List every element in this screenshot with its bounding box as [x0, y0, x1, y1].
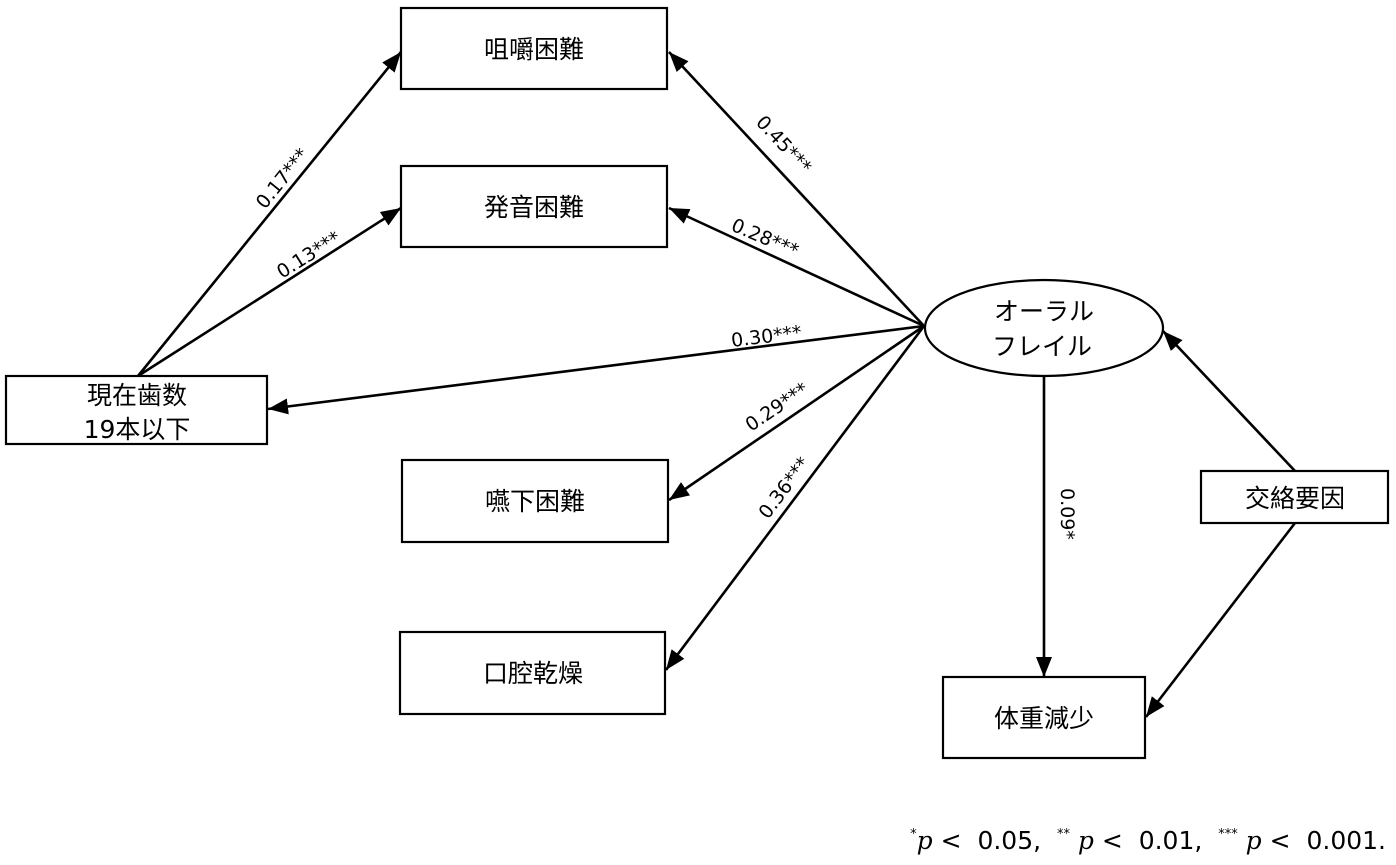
node-swallowing-difficulty-box	[400, 458, 670, 544]
node-speech-difficulty-label: 発音困難	[484, 193, 584, 222]
footnote-text3: < 0.001.	[1261, 826, 1386, 855]
node-oral-frailty-ellipse	[923, 278, 1165, 378]
node-chewing-difficulty-label: 咀嚼困難	[484, 35, 584, 64]
footnote-sig1: *	[910, 827, 917, 842]
coef-label-frailty-teeth: 0.30***	[730, 321, 803, 351]
node-teeth-count-box	[4, 374, 269, 446]
node-dry-mouth-label: 口腔乾燥	[483, 659, 583, 688]
node-teeth-count-label-line2: 19本以下	[84, 415, 191, 444]
path-teeth-to-chewing	[136, 51, 403, 377]
path-frailty-to-dry-mouth	[664, 325, 926, 671]
node-swallowing-difficulty-label: 嚥下困難	[485, 487, 585, 516]
coef-label-frailty-speech: 0.28***	[728, 214, 802, 262]
footnote-p3: p	[1245, 826, 1262, 855]
path-confounders-to-weight-loss	[1144, 522, 1297, 718]
footnote-sig2: **	[1056, 827, 1070, 842]
node-confounders-box	[1199, 469, 1390, 525]
coef-label-teeth-speech: 0.13***	[273, 227, 345, 283]
node-speech-difficulty-box	[399, 164, 669, 249]
significance-footnote: *p < 0.05, ** p < 0.01, *** p < 0.001.	[910, 826, 1386, 855]
node-chewing-difficulty-box	[399, 6, 669, 91]
node-teeth-count-label-line1: 現在歯数	[87, 381, 187, 410]
path-frailty-to-swallow	[668, 324, 925, 502]
footnote-text2: < 0.01,	[1093, 826, 1219, 855]
path-frailty-to-teeth	[267, 324, 925, 415]
path-confounders-to-frailty	[1162, 330, 1296, 472]
path-frailty-to-chewing	[668, 51, 925, 327]
path-frailty-to-speech	[668, 206, 925, 328]
node-oral-frailty-label-line1: オーラル	[994, 297, 1094, 326]
footnote-text1: < 0.05,	[932, 826, 1057, 855]
footnote-p1: p	[916, 826, 933, 855]
coef-label-frailty-chewing: 0.45***	[751, 111, 815, 178]
node-oral-frailty-label-line2: フレイル	[992, 332, 1092, 361]
node-dry-mouth-box	[398, 630, 667, 716]
footnote-sig3: ***	[1218, 827, 1238, 842]
node-confounders-label: 交絡要因	[1245, 484, 1345, 513]
coef-label-teeth-chewing: 0.17***	[252, 144, 314, 213]
footnote-p2: p	[1077, 826, 1094, 855]
node-weight-loss-box	[941, 675, 1147, 760]
path-teeth-to-speech	[137, 206, 402, 378]
node-weight-loss-label: 体重減少	[994, 704, 1094, 733]
coef-label-frailty-weight-loss: 0.09*	[1056, 488, 1078, 540]
